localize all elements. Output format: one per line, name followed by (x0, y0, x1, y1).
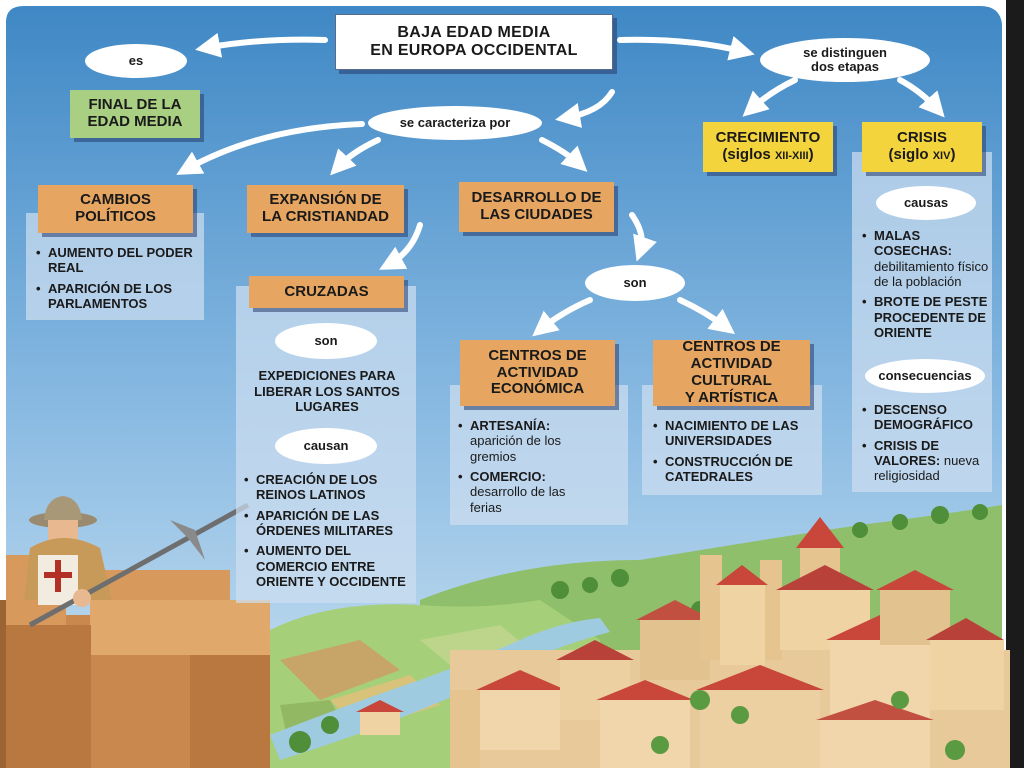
oval-causan: causan (275, 428, 377, 464)
oval-se-caracteriza-por: se caracteriza por (368, 106, 542, 140)
box-centros-actividad-economica: CENTROS DE ACTIVIDAD ECONÓMICA (460, 340, 615, 406)
cruzadas-definition: EXPEDICIONES PARA LIBERAR LOS SANTOS LUG… (254, 368, 400, 415)
crisis-period: (siglo XIV) (888, 146, 956, 163)
crecimiento-period: (siglos XII-XIII) (722, 146, 814, 163)
list-cambios-politicos: AUMENTO DEL PODER REAL APARICIÓN DE LOS … (36, 245, 196, 316)
soldier-figure (24, 496, 250, 628)
box-centros-actividad-cultural: CENTROS DE ACTIVIDAD CULTURAL Y ARTÍSTIC… (653, 339, 810, 406)
list-cruzadas-causan: CREACIÓN DE LOS REINOS LATINOS APARICIÓN… (244, 472, 412, 594)
list-actividad-economica: ARTESANÍA: aparición de los gremios COME… (458, 418, 568, 520)
list-item: ARTESANÍA: aparición de los gremios (458, 418, 568, 464)
box-cambios-politicos: CAMBIOS POLÍTICOS (38, 185, 193, 233)
castle-wall (0, 555, 270, 768)
arrows (176, 32, 945, 337)
box-desarrollo-ciudades: DESARROLLO DE LAS CIUDADES (459, 182, 614, 232)
box-crisis: CRISIS (siglo XIV) (862, 122, 982, 172)
list-item: COMERCIO: desarrollo de las ferias (458, 469, 568, 515)
list-item: NACIMIENTO DE LAS UNIVERSIDADES (653, 418, 815, 449)
list-item: MALAS COSECHAS: debilitamiento físico de… (862, 228, 992, 289)
list-item: CONSTRUCCIÓN DE CATEDRALES (653, 454, 815, 485)
tower (700, 555, 722, 660)
list-item: DESCENSO DEMOGRÁFICO (862, 402, 992, 433)
oval-son-ciudades: son (585, 265, 685, 301)
oval-se-distinguen: se distinguen dos etapas (760, 38, 930, 82)
list-crisis-causas: MALAS COSECHAS: debilitamiento físico de… (862, 228, 992, 345)
box-expansion-cristiandad: EXPANSIÓN DE LA CRISTIANDAD (247, 185, 404, 233)
halberd (28, 502, 250, 628)
oval-son-cruzadas: son (275, 323, 377, 359)
oval-causas: causas (876, 186, 976, 220)
box-crecimiento: CRECIMIENTO (siglos XII-XIII) (703, 122, 833, 172)
list-item: AUMENTO DEL PODER REAL (36, 245, 196, 276)
list-actividad-cultural: NACIMIENTO DE LAS UNIVERSIDADES CONSTRUC… (653, 418, 815, 489)
oval-consecuencias: consecuencias (865, 359, 985, 393)
box-cruzadas: CRUZADAS (249, 276, 404, 308)
list-item: APARICIÓN DE LOS PARLAMENTOS (36, 281, 196, 312)
title-text: BAJA EDAD MEDIA EN EUROPA OCCIDENTAL (370, 24, 578, 59)
title-box: BAJA EDAD MEDIA EN EUROPA OCCIDENTAL (335, 14, 613, 70)
list-item: CRISIS DE VALORES: nueva religiosidad (862, 438, 992, 484)
list-crisis-consecuencias: DESCENSO DEMOGRÁFICO CRISIS DE VALORES: … (862, 402, 992, 489)
crecimiento-title: CRECIMIENTO (715, 129, 821, 147)
list-item: AUMENTO DEL COMERCIO ENTRE ORIENTE Y OCC… (244, 543, 412, 589)
list-item: BROTE DE PESTE PROCEDENTE DE ORIENTE (862, 294, 992, 340)
medieval-town (356, 517, 1010, 768)
list-item: APARICIÓN DE LAS ÓRDENES MILITARES (244, 508, 412, 539)
box-final-edad-media: FINAL DE LA EDAD MEDIA (70, 90, 200, 138)
list-item: CREACIÓN DE LOS REINOS LATINOS (244, 472, 412, 503)
crisis-title: CRISIS (896, 129, 947, 147)
oval-es: es (85, 44, 187, 78)
